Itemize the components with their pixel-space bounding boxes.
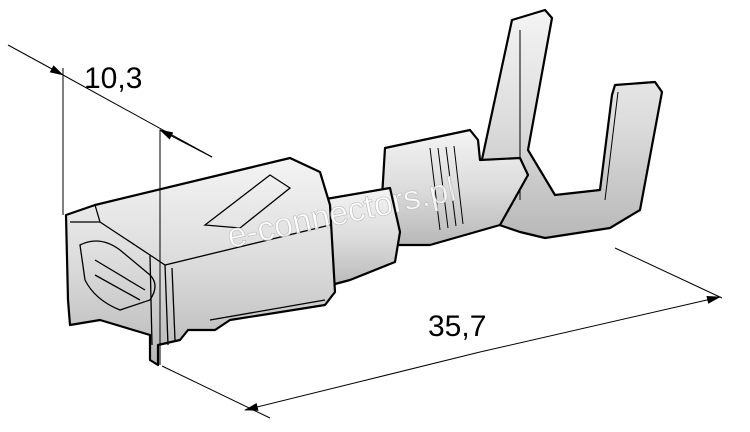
length-label: 35,7 — [428, 310, 486, 343]
contact-body — [64, 156, 337, 367]
width-dimension: 10,3 — [7, 44, 213, 365]
width-label: 10,3 — [84, 62, 142, 95]
length-dimension: 35,7 — [161, 247, 723, 419]
